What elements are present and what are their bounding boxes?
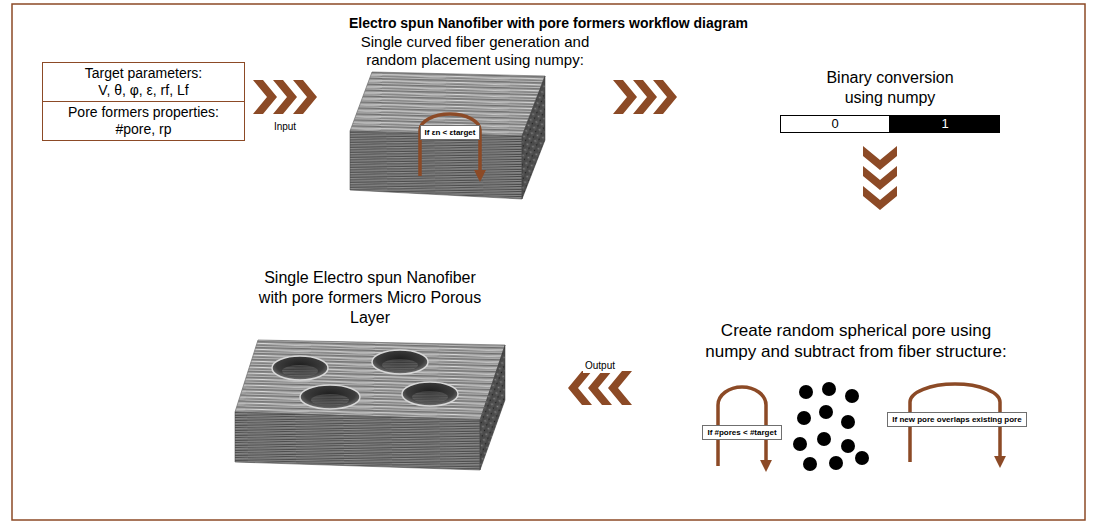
- process-stage: Binary conversion using numpy 0 1: [775, 64, 1005, 138]
- chevron: [588, 371, 612, 405]
- process-stage: Create random spherical pore using numpy…: [640, 318, 1072, 470]
- chevron: [293, 80, 317, 114]
- node-text: If εn < εtarget: [425, 127, 476, 138]
- stage-heading: Binary conversion using numpy: [820, 68, 960, 108]
- stage-heading: Single Electro spun Nanofiber with pore …: [254, 268, 486, 328]
- pore-floor: [382, 359, 418, 371]
- fiber-side-face: [522, 76, 545, 199]
- node-text: #pore, rp: [115, 121, 171, 138]
- pore-crater: [402, 382, 458, 406]
- face-shade: [480, 345, 505, 470]
- pore-former-dot: [797, 411, 811, 425]
- pore-crater: [272, 356, 328, 380]
- pore-crater: [300, 385, 360, 409]
- binary-cell: 1: [890, 115, 1000, 133]
- node-text: V, θ, φ, ε, rf, Lf: [98, 82, 188, 99]
- pore-former-dot: [841, 415, 855, 429]
- face-shade: [350, 131, 522, 199]
- output-stage: Single Electro spun Nanofiber with pore …: [230, 268, 510, 474]
- chevron: [863, 186, 897, 210]
- pore-former-dot: [803, 457, 817, 471]
- pore-former-dot: [793, 437, 807, 451]
- condition-tag: If new pore overlaps existing pore: [887, 412, 1026, 427]
- porous-layer-illustration: [235, 340, 505, 470]
- pore-former-dot: [829, 456, 843, 470]
- chevron: [633, 80, 657, 114]
- input-box: Pore formers properties:#pore, rp: [42, 101, 245, 141]
- pore-former-dot: [819, 405, 833, 419]
- node-text: If new pore overlaps existing pore: [892, 414, 1021, 425]
- chevron-connector: [863, 146, 897, 210]
- binary-cell: 0: [780, 115, 890, 133]
- fiber-block-illustration: [350, 72, 545, 199]
- pore-former-dot: [822, 382, 836, 396]
- node-text: If #pores < #target: [707, 427, 776, 438]
- pore-former-dot: [817, 432, 831, 446]
- layer-front-face: [235, 412, 480, 470]
- chevron: [653, 80, 677, 114]
- pore-former-dot: [841, 439, 855, 453]
- edge-label: Output: [583, 359, 617, 373]
- node-text: Pore formers properties:: [68, 104, 219, 121]
- layer-top-face: [235, 340, 505, 420]
- node-text: 0: [831, 116, 838, 132]
- face-shade: [235, 340, 505, 420]
- chevron: [863, 166, 897, 190]
- chevron-connector: [568, 371, 632, 405]
- pore-former-dot: [799, 385, 813, 399]
- edge-label-wrap: Output: [540, 355, 660, 373]
- chevron-connector: [613, 80, 677, 114]
- condition-tag: If #pores < #target: [702, 425, 781, 440]
- process-stage: Single curved fiber generation and rando…: [345, 33, 605, 203]
- pore-former-dot: [855, 451, 869, 465]
- input-box: Target parameters:V, θ, φ, ε, rf, Lf: [42, 62, 245, 102]
- loop-arrow: [420, 114, 480, 176]
- chevron: [608, 371, 632, 405]
- pore-crater: [372, 350, 428, 374]
- diagram-title: Electro spun Nanofiber with pore formers…: [349, 15, 748, 31]
- edge-label: Input: [272, 120, 298, 134]
- face-shade: [235, 412, 480, 470]
- title-wrap: Electro spun Nanofiber with pore formers…: [0, 14, 1097, 32]
- node-text: 1: [941, 116, 948, 132]
- layer-side-face: [480, 345, 505, 470]
- chevron: [253, 80, 277, 114]
- node-text: Target parameters:: [85, 65, 203, 82]
- stage-heading: Single curved fiber generation and rando…: [345, 33, 605, 69]
- pore-former-dot: [845, 389, 859, 403]
- stage-heading: Create random spherical pore using numpy…: [699, 320, 1013, 362]
- pore-floor: [311, 394, 349, 406]
- chevron: [568, 371, 592, 405]
- chevron: [273, 80, 297, 114]
- pore-floor: [282, 365, 318, 377]
- pore-floor: [412, 391, 448, 403]
- chevron: [863, 146, 897, 170]
- face-shade: [522, 76, 545, 199]
- fiber-front-face: [350, 131, 522, 199]
- condition-tag: If εn < εtarget: [420, 125, 481, 140]
- chevron-connector: [253, 80, 317, 114]
- chevron: [613, 80, 637, 114]
- outer-frame: [12, 4, 1085, 520]
